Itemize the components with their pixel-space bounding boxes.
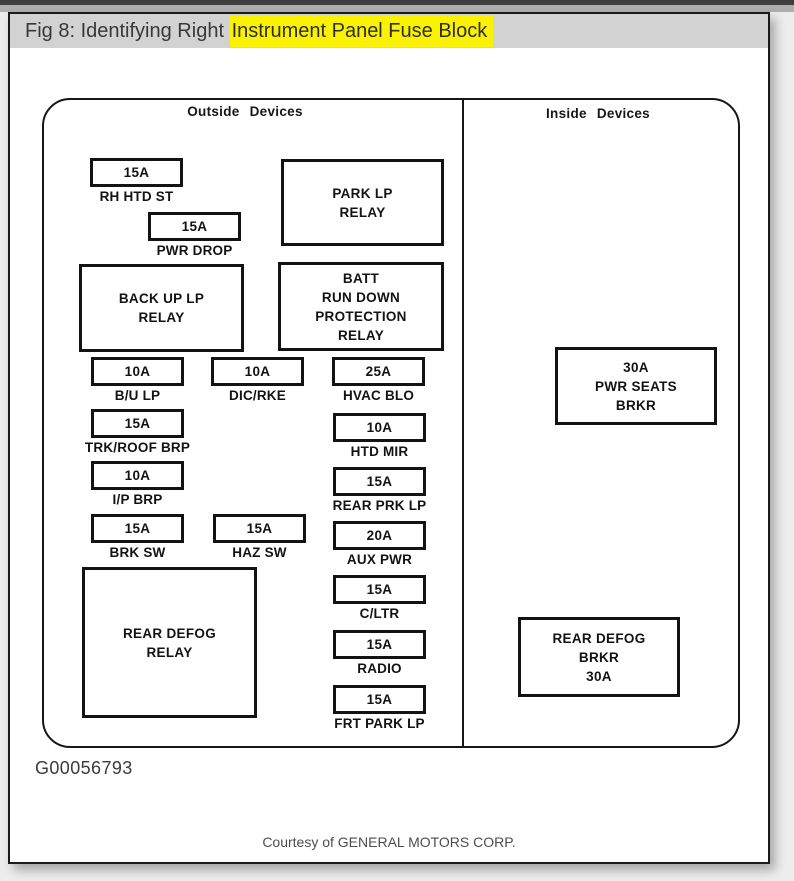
- fuse-haz-sw-amp: 15A: [213, 514, 306, 543]
- fuse-rear-prk-lp: 15A REAR PRK LP: [333, 467, 426, 513]
- fuse-bu-lp-amp: 10A: [91, 357, 184, 386]
- relay-back-up-lp-label: BACK UP LP RELAY: [118, 291, 205, 325]
- fuse-cltr-amp: 15A: [333, 575, 426, 604]
- fuse-bu-lp: 10A B/U LP: [91, 357, 184, 403]
- relay-park-lp-label: PARK LP RELAY: [332, 185, 393, 220]
- fuse-ip-brp-amp: 10A: [91, 461, 184, 490]
- fuse-hvac-blo-amp: 25A: [332, 357, 425, 386]
- fuse-aux-pwr: 20A AUX PWR: [333, 521, 426, 567]
- relay-batt-run-down-protection: BATT RUN DOWN PROTECTION RELAY: [278, 262, 444, 351]
- fuse-hvac-blo: 25A HVAC BLO: [332, 357, 425, 403]
- fuse-htd-mir-amp: 10A: [333, 413, 426, 442]
- fuse-trk-roof-brp-amp: 15A: [91, 409, 184, 438]
- fuse-pwr-drop-label: PWR DROP: [156, 243, 233, 258]
- fuse-bu-lp-label: B/U LP: [114, 388, 161, 403]
- fuse-htd-mir-label: HTD MIR: [350, 444, 409, 459]
- fuse-htd-mir: 10A HTD MIR: [333, 413, 426, 459]
- fuse-trk-roof-brp: 15A TRK/ROOF BRP: [85, 409, 190, 455]
- fuse-cltr: 15A C/LTR: [333, 575, 426, 621]
- fuse-pwr-drop-amp: 15A: [148, 212, 241, 241]
- fuse-ip-brp-label: I/P BRP: [112, 492, 163, 507]
- relay-park-lp: PARK LP RELAY: [281, 159, 444, 246]
- section-label-inside-devices: Inside Devices: [545, 106, 650, 121]
- fuse-radio-label: RADIO: [357, 661, 402, 676]
- fuse-brk-sw: 15A BRK SW: [91, 514, 184, 560]
- fuse-dic-rke-label: DIC/RKE: [229, 388, 286, 403]
- figure-title-text: Fig 8: Identifying Right: [25, 20, 230, 42]
- relay-back-up-lp: BACK UP LP RELAY: [79, 264, 244, 352]
- fuse-brk-sw-label: BRK SW: [109, 545, 166, 560]
- fuse-rear-prk-lp-amp: 15A: [333, 467, 426, 496]
- window-top-strip: [0, 5, 794, 12]
- fuse-pwr-drop: 15A PWR DROP: [148, 212, 241, 258]
- fuse-frt-park-lp-label: FRT PARK LP: [334, 716, 425, 731]
- fuse-rh-htd-st-amp: 15A: [90, 158, 183, 187]
- relay-rear-defog: REAR DEFOG RELAY: [82, 567, 257, 718]
- fuse-rear-prk-lp-label: REAR PRK LP: [332, 498, 427, 513]
- fuse-haz-sw-label: HAZ SW: [232, 545, 287, 560]
- fuse-aux-pwr-label: AUX PWR: [346, 552, 413, 567]
- document-page: Fig 8: Identifying Right Instrument Pane…: [8, 12, 770, 864]
- fuse-frt-park-lp-amp: 15A: [333, 685, 426, 714]
- courtesy-line: Courtesy of GENERAL MOTORS CORP.: [262, 834, 516, 850]
- fuse-hvac-blo-label: HVAC BLO: [342, 388, 415, 403]
- fuse-radio: 15A RADIO: [333, 630, 426, 676]
- section-divider-line: [462, 98, 464, 748]
- figure-title-highlight: Instrument Panel Fuse Block: [229, 16, 494, 47]
- fuse-radio-amp: 15A: [333, 630, 426, 659]
- fuse-block-outline: [42, 98, 740, 748]
- breaker-pwr-seats: 30A PWR SEATS BRKR: [555, 347, 717, 425]
- breaker-pwr-seats-label: 30A PWR SEATS BRKR: [595, 359, 677, 413]
- figure-title-bar: Fig 8: Identifying Right Instrument Pane…: [10, 14, 768, 48]
- relay-batt-run-down-protection-label: BATT RUN DOWN PROTECTION RELAY: [315, 270, 407, 343]
- relay-rear-defog-label: REAR DEFOG RELAY: [122, 625, 216, 660]
- fuse-dic-rke: 10A DIC/RKE: [211, 357, 304, 403]
- fuse-aux-pwr-amp: 20A: [333, 521, 426, 550]
- fuse-frt-park-lp: 15A FRT PARK LP: [333, 685, 426, 731]
- fuse-cltr-label: C/LTR: [359, 606, 400, 621]
- breaker-rear-defog: REAR DEFOG BRKR 30A: [518, 617, 680, 697]
- fuse-brk-sw-amp: 15A: [91, 514, 184, 543]
- breaker-rear-defog-label: REAR DEFOG BRKR 30A: [552, 630, 646, 684]
- fuse-rh-htd-st-label: RH HTD ST: [99, 189, 174, 204]
- fuse-rh-htd-st: 15A RH HTD ST: [90, 158, 183, 204]
- fuse-dic-rke-amp: 10A: [211, 357, 304, 386]
- fuse-haz-sw: 15A HAZ SW: [213, 514, 306, 560]
- figure-id: G00056793: [35, 758, 133, 778]
- window-top-edge: [0, 0, 794, 5]
- section-label-outside-devices: Outside Devices: [187, 104, 303, 119]
- fuse-ip-brp: 10A I/P BRP: [91, 461, 184, 507]
- fuse-trk-roof-brp-label: TRK/ROOF BRP: [84, 440, 191, 455]
